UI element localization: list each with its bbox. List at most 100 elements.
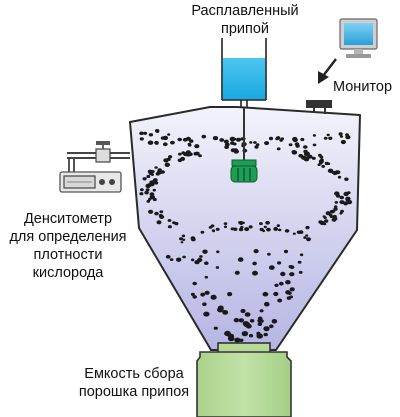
powder-particle bbox=[257, 322, 263, 327]
powder-particle bbox=[140, 188, 144, 192]
monitor-icon bbox=[339, 18, 378, 58]
powder-particle bbox=[233, 318, 240, 323]
powder-particle bbox=[177, 137, 182, 142]
powder-particle bbox=[234, 270, 240, 275]
powder-particle bbox=[276, 224, 280, 228]
powder-particle bbox=[215, 227, 220, 231]
powder-particle bbox=[328, 136, 333, 140]
powder-particle bbox=[227, 292, 233, 297]
crucible bbox=[221, 38, 267, 108]
powder-particle bbox=[253, 141, 257, 144]
powder-particle bbox=[292, 137, 298, 143]
powder-particle bbox=[331, 210, 336, 213]
powder-particle bbox=[263, 332, 268, 337]
powder-particle bbox=[248, 225, 253, 229]
powder-particle bbox=[237, 257, 244, 262]
powder-particle bbox=[252, 261, 257, 266]
powder-particle bbox=[185, 153, 189, 156]
powder-particle bbox=[284, 229, 290, 233]
powder-particle bbox=[182, 255, 186, 259]
powder-particle bbox=[312, 143, 317, 147]
powder-particle bbox=[323, 136, 328, 140]
powder-particle bbox=[318, 153, 322, 157]
powder-particle bbox=[253, 249, 259, 254]
powder-particle bbox=[202, 249, 208, 254]
powder-particle bbox=[165, 254, 171, 259]
powder-particle bbox=[203, 311, 210, 317]
powder-particle bbox=[160, 136, 165, 140]
powder-particle bbox=[191, 258, 195, 262]
powder-particle bbox=[176, 257, 182, 262]
powder-particle bbox=[303, 236, 307, 239]
powder-particle bbox=[212, 136, 219, 141]
powder-particle bbox=[190, 237, 196, 242]
powder-particle bbox=[224, 142, 230, 147]
powder-particle bbox=[204, 275, 208, 279]
powder-particle bbox=[280, 137, 285, 141]
powder-particle bbox=[299, 253, 304, 257]
powder-particle bbox=[241, 331, 249, 337]
powder-particle bbox=[303, 157, 310, 162]
powder-particle bbox=[298, 270, 303, 274]
powder-particle bbox=[152, 188, 156, 192]
powder-particle bbox=[339, 195, 344, 200]
powder-particle bbox=[223, 222, 228, 226]
molten-solder-liquid bbox=[222, 58, 266, 100]
powder-particle bbox=[289, 272, 295, 277]
monitor-label: Монитор bbox=[333, 79, 393, 95]
powder-particle bbox=[199, 255, 203, 258]
powder-particle bbox=[170, 140, 175, 145]
powder-particle bbox=[248, 334, 254, 338]
powder-particle bbox=[198, 154, 202, 158]
powder-particle bbox=[241, 221, 245, 224]
powder-particle bbox=[259, 319, 264, 323]
powder-particle bbox=[274, 283, 279, 287]
powder-particle bbox=[333, 207, 338, 211]
powder-particle bbox=[324, 161, 329, 165]
powder-particle bbox=[147, 169, 153, 174]
powder-particle bbox=[263, 326, 270, 332]
powder-particle bbox=[275, 137, 279, 141]
powder-particle bbox=[180, 241, 184, 244]
valve-icon bbox=[95, 141, 111, 163]
powder-particle bbox=[291, 150, 296, 154]
powder-particle bbox=[317, 163, 321, 166]
powder-particle bbox=[146, 174, 151, 179]
powder-particle bbox=[167, 219, 172, 222]
powder-particle bbox=[242, 321, 250, 327]
powder-particle bbox=[200, 292, 206, 297]
powder-particle bbox=[263, 225, 267, 229]
powder-particle bbox=[273, 291, 279, 297]
powder-particle bbox=[154, 211, 159, 216]
powder-particle bbox=[289, 265, 295, 270]
powder-particle bbox=[343, 201, 349, 206]
powder-particle bbox=[139, 192, 144, 196]
powder-particles bbox=[139, 129, 353, 343]
powder-particle bbox=[194, 260, 200, 265]
powder-particle bbox=[334, 201, 338, 204]
powder-particle bbox=[159, 215, 165, 219]
powder-particle bbox=[182, 238, 186, 241]
powder-particle bbox=[334, 191, 340, 196]
powder-particle bbox=[233, 227, 238, 231]
powder-particle bbox=[339, 212, 343, 215]
powder-particle bbox=[268, 265, 275, 270]
powder-particle bbox=[230, 141, 235, 145]
powder-particle bbox=[283, 249, 289, 254]
powder-particle bbox=[298, 153, 304, 158]
powder-particle bbox=[289, 287, 295, 292]
powder-particle bbox=[202, 302, 207, 307]
powder-particle bbox=[252, 270, 258, 276]
powder-particle bbox=[192, 295, 197, 299]
powder-particle bbox=[323, 216, 327, 219]
powder-particle bbox=[156, 220, 162, 225]
powder-particle bbox=[318, 159, 324, 164]
powder-particle bbox=[142, 177, 147, 181]
powder-particle bbox=[166, 157, 171, 161]
powder-particle bbox=[321, 164, 326, 168]
powder-particle bbox=[162, 142, 168, 147]
powder-particle bbox=[277, 298, 283, 303]
powder-particle bbox=[264, 141, 270, 146]
powder-particle bbox=[240, 225, 244, 229]
powder-particle bbox=[296, 230, 302, 234]
